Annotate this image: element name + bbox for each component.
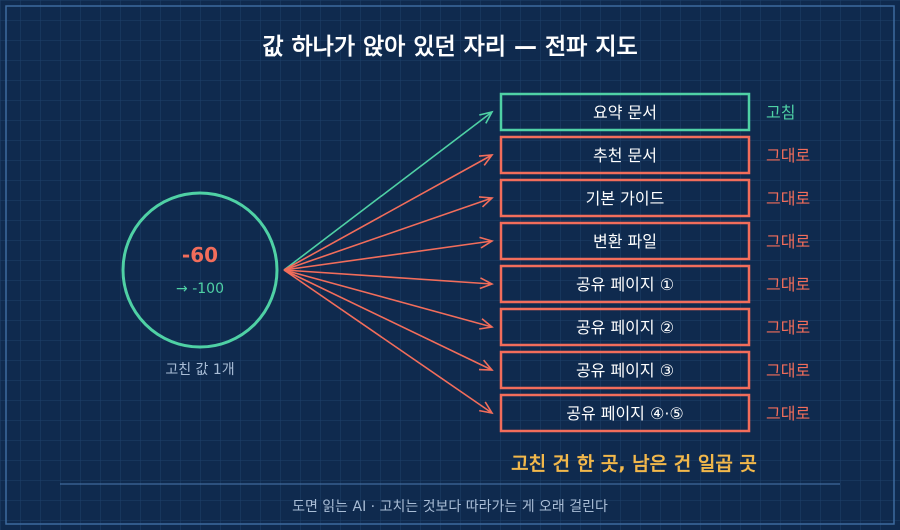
propagation-arrow (283, 236, 494, 271)
target-row: 공유 페이지 ② 그대로 (499, 307, 810, 347)
target-label: 추천 문서 (593, 146, 657, 165)
arrow-group (283, 110, 494, 415)
propagation-arrow (283, 154, 494, 271)
propagation-arrow (283, 196, 494, 271)
target-label: 공유 페이지 ① (576, 275, 674, 294)
target-row: 추천 문서 그대로 (499, 135, 810, 175)
outer-frame (5, 5, 895, 525)
arrow-line (283, 269, 493, 285)
target-box (499, 92, 751, 132)
arrow-head (479, 277, 494, 290)
footer-text: 도면 읽는 AI · 고치는 것보다 따라가는 게 오래 걸린다 (292, 499, 608, 515)
source-value: -60 (182, 243, 218, 267)
arrow-head (478, 359, 494, 371)
target-status: 고침 (766, 103, 795, 122)
propagation-arrow (283, 269, 494, 415)
diagram-title: 값 하나가 앉아 있던 자리 — 전파 지도 (262, 34, 637, 60)
target-label: 변환 파일 (593, 232, 657, 251)
arrow-line (283, 269, 493, 371)
target-label: 요약 문서 (593, 103, 657, 122)
arrow-line (283, 111, 493, 271)
target-row: 공유 페이지 ③ 그대로 (499, 350, 810, 390)
target-status: 그대로 (766, 361, 810, 380)
target-box (499, 178, 751, 218)
target-box (499, 264, 751, 304)
arrow-line (283, 269, 493, 414)
target-row: 기본 가이드 그대로 (499, 178, 810, 218)
target-box (499, 221, 751, 261)
propagation-arrow (283, 110, 494, 271)
arrow-line (283, 269, 493, 328)
target-box (499, 393, 751, 433)
target-status: 그대로 (766, 232, 810, 251)
target-label: 공유 페이지 ② (576, 318, 674, 337)
arrow-head (479, 401, 494, 415)
target-status: 그대로 (766, 189, 810, 208)
target-box (499, 307, 751, 347)
arrow-line (283, 240, 493, 271)
propagation-arrow (283, 269, 494, 290)
propagation-arrow (283, 269, 494, 371)
propagation-arrow (283, 269, 494, 330)
summary-text: 고친 건 한 곳, 남은 건 일곱 곳 (511, 453, 757, 475)
target-box (499, 350, 751, 390)
source-circle (121, 191, 279, 349)
target-row: 공유 페이지 ④·⑤ 그대로 (499, 393, 810, 433)
target-status: 그대로 (766, 318, 810, 337)
target-label: 기본 가이드 (586, 189, 665, 208)
arrow-line (283, 197, 493, 271)
source-new-value: → -100 (176, 281, 224, 297)
arrow-head (479, 318, 494, 330)
arrow-head (479, 110, 494, 124)
target-row: 변환 파일 그대로 (499, 221, 810, 261)
target-status: 그대로 (766, 404, 810, 423)
target-status: 그대로 (766, 275, 810, 294)
target-row: 공유 페이지 ① 그대로 (499, 264, 810, 304)
source-caption: 고친 값 1개 (165, 362, 234, 378)
target-status: 그대로 (766, 146, 810, 165)
arrow-head (479, 236, 494, 249)
arrow-head (478, 196, 494, 208)
arrow-head (478, 154, 494, 166)
target-row: 요약 문서 고침 (499, 92, 795, 132)
target-label: 공유 페이지 ④·⑤ (566, 404, 684, 423)
target-label: 공유 페이지 ③ (576, 361, 674, 380)
arrow-line (283, 154, 493, 271)
target-box (499, 135, 751, 175)
